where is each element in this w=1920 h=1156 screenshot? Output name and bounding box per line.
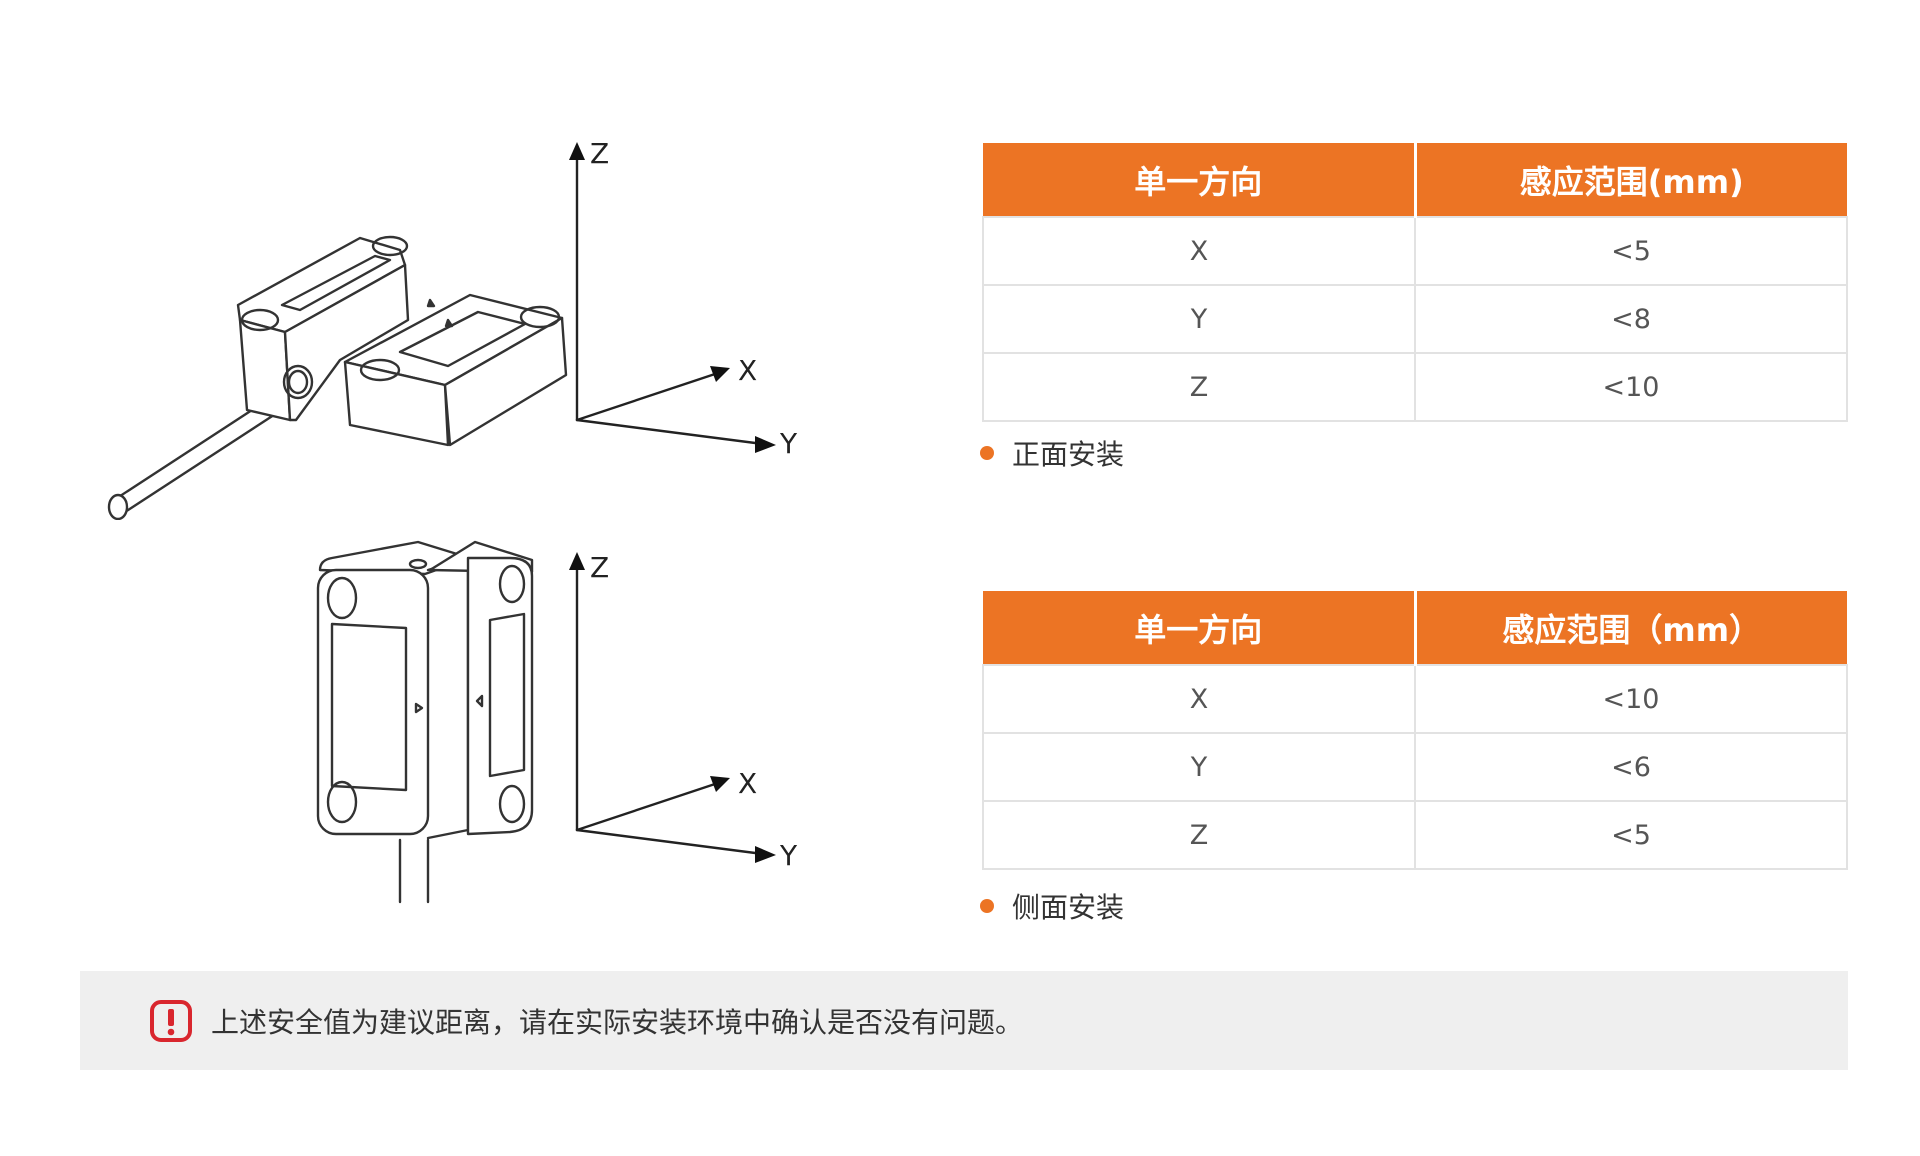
caption-text: 侧面安装	[1012, 891, 1125, 924]
table-cell: <8	[1414, 284, 1848, 354]
table-cell: <10	[1414, 664, 1848, 734]
column-header-direction: 单一方向	[983, 143, 1417, 217]
column-header-direction: 单一方向	[983, 591, 1417, 665]
table-row: Z <10	[982, 352, 1848, 422]
table-cell: Y	[982, 284, 1416, 354]
front-axis-x-label: X	[738, 354, 758, 387]
column-header-range: 感应范围（mm）	[1415, 591, 1847, 665]
caption-text: 正面安装	[1012, 438, 1125, 471]
table-cell: Z	[982, 800, 1416, 870]
front-axes	[575, 150, 765, 446]
table-cell: X	[982, 216, 1416, 286]
table-row: Z <5	[982, 800, 1848, 870]
front-mount-range-table: 单一方向 感应范围(mm) X <5 Y <8 Z <10	[982, 143, 1848, 422]
side-axis-y-label: Y	[780, 839, 798, 872]
side-mount-diagram	[300, 540, 820, 910]
side-axes	[575, 562, 765, 856]
side-axis-z-label: Z	[590, 551, 610, 584]
side-mount-range-table: 单一方向 感应范围（mm） X <10 Y <6 Z <5	[982, 591, 1848, 870]
table-cell: <5	[1414, 800, 1848, 870]
front-axis-y-label: Y	[780, 427, 798, 460]
exclamation-icon	[150, 999, 192, 1042]
column-header-range: 感应范围(mm)	[1415, 143, 1847, 217]
front-axis-z-label: Z	[590, 137, 610, 170]
table-row: Y <6	[982, 732, 1848, 802]
bullet-dot-icon	[980, 446, 994, 460]
table-row: X <10	[982, 664, 1848, 734]
side-mount-caption: 侧面安装	[980, 886, 1124, 926]
front-mount-caption: 正面安装	[980, 433, 1124, 473]
table-header-row: 单一方向 感应范围(mm)	[983, 143, 1847, 217]
table-row: Y <8	[982, 284, 1848, 354]
table-cell: <6	[1414, 732, 1848, 802]
bullet-dot-icon	[980, 899, 994, 913]
table-cell: Z	[982, 352, 1416, 422]
safety-notice: 上述安全值为建议距离，请在实际安装环境中确认是否没有问题。	[80, 971, 1848, 1070]
notice-text: 上述安全值为建议距离，请在实际安装环境中确认是否没有问题。	[211, 1005, 1024, 1039]
side-axis-x-label: X	[738, 767, 758, 800]
front-mount-diagram	[100, 120, 820, 520]
table-cell: X	[982, 664, 1416, 734]
table-header-row: 单一方向 感应范围（mm）	[983, 591, 1847, 665]
table-cell: <5	[1414, 216, 1848, 286]
table-cell: Y	[982, 732, 1416, 802]
table-cell: <10	[1414, 352, 1848, 422]
table-row: X <5	[982, 216, 1848, 286]
